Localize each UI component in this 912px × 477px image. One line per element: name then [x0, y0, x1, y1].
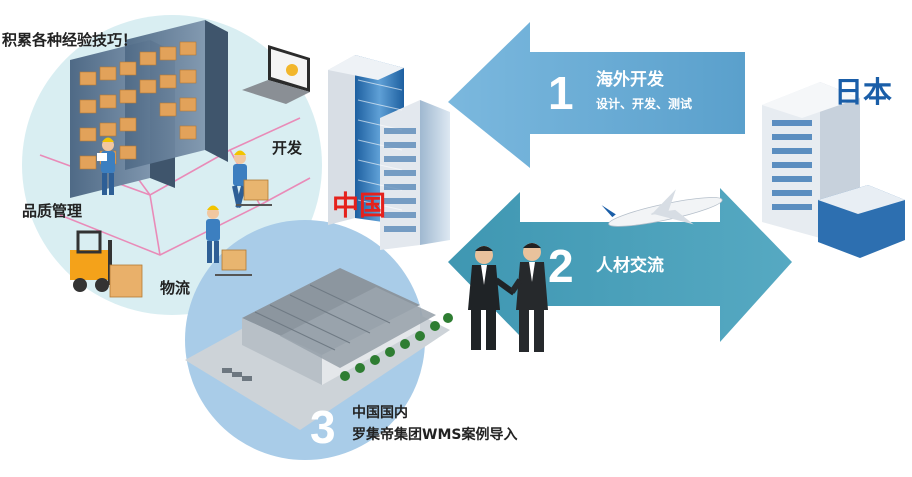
airplane [601, 189, 723, 227]
japan-office-buildings [762, 82, 905, 258]
step-3-title: 中国国内 [352, 405, 408, 421]
forklift [70, 230, 143, 298]
overseas-development-arrow [448, 22, 745, 168]
quality-management-label: 品质管理 [22, 202, 83, 220]
japan-label: 日本 [834, 75, 893, 109]
experience-caption: 积累各种经验技巧！ [2, 31, 138, 49]
development-label: 开发 [272, 139, 303, 157]
warehouse-complex [185, 268, 453, 430]
logistics-label: 物流 [160, 279, 191, 297]
storage-shelves [70, 20, 228, 198]
laptop [242, 45, 310, 104]
step-1-title: 海外开发 [596, 70, 664, 90]
step-2-number: 2 [548, 240, 574, 292]
step-3-number: 3 [310, 401, 336, 453]
warehouse-workers [97, 137, 272, 276]
china-label: 中国 [332, 191, 386, 222]
step-2-title: 人材交流 [596, 256, 664, 276]
china-office-buildings [328, 55, 450, 250]
handshake-businessmen [468, 243, 548, 352]
step-3-subtitle: 罗集帝集团WMS案例导入 [352, 427, 518, 443]
step-1-number: 1 [548, 67, 574, 119]
step-1-subtitle: 设计、开发、测试 [596, 97, 693, 111]
